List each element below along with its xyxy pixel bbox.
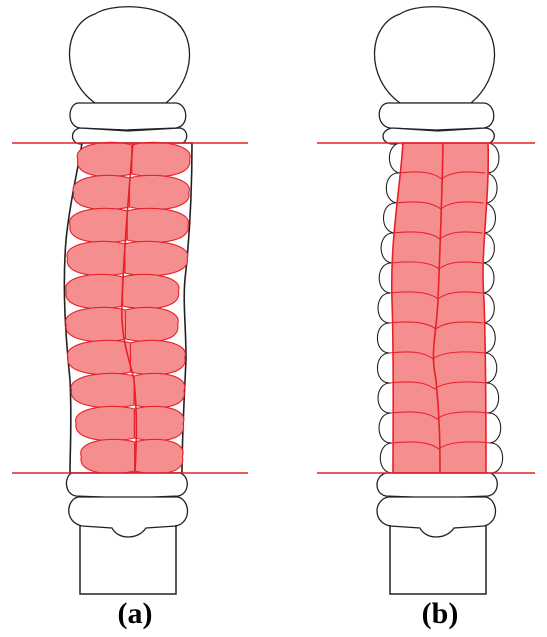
panel-a-lower-ring-1 (66, 473, 187, 498)
panel-b-left-bump (381, 233, 393, 263)
panel-a (64, 7, 192, 594)
panel-a-label: (a) (95, 597, 175, 631)
panel-b-left-bump (386, 173, 398, 203)
panel-a-left-segment (66, 307, 126, 341)
panel-b-label: (b) (400, 597, 480, 631)
panel-a-right-segment (134, 406, 183, 440)
panel-a-left-segment (66, 274, 123, 308)
panel-a-right-segment (134, 373, 185, 407)
panel-a-left-segment (71, 373, 134, 407)
panel-b-head (374, 7, 494, 103)
panel-b-left-bump (378, 293, 390, 323)
panel-b (374, 7, 502, 594)
panel-a-right-segment (131, 340, 186, 374)
panel-b-left-bump (380, 443, 392, 473)
panel-a-right-segment (130, 175, 190, 209)
panel-b-left-bump (383, 203, 395, 233)
panel-b-upper-ring-1 (379, 103, 494, 130)
panel-a-left-segment (73, 175, 129, 209)
panel-a-left-segment (81, 439, 135, 473)
panel-a-left-segment (67, 241, 125, 275)
panel-a-upper-ring-2 (73, 128, 187, 144)
panel-a-left-segment (76, 406, 135, 440)
panel-a-right-segment (127, 208, 188, 242)
panel-b-highlight-column (392, 143, 489, 473)
panel-b-left-bump (379, 263, 391, 293)
panel-b-left-bump (379, 413, 391, 443)
panel-b-right-bump (485, 353, 497, 383)
panel-b-lower-ring-2 (377, 497, 496, 537)
panel-a-right-segment (126, 307, 179, 341)
panel-a-head (69, 7, 189, 103)
panel-a-right-segment (123, 274, 179, 308)
panel-a-left-segment (70, 208, 128, 242)
panel-b-right-bump (487, 383, 499, 413)
panel-a-upper-ring-1 (70, 103, 186, 130)
panel-a-right-segment (135, 439, 183, 473)
panel-b-left-bump (377, 353, 389, 383)
panel-b-right-bump (491, 443, 503, 473)
panel-b-left-bump (378, 383, 390, 413)
panel-a-left-segment (77, 142, 132, 176)
panel-b-lower-ring-1 (377, 473, 497, 498)
panel-b-left-bump (377, 323, 389, 353)
panel-a-right-segment (132, 142, 190, 176)
panel-a-left-segment (68, 340, 131, 374)
panel-b-left-bump (389, 143, 401, 173)
panel-b-upper-ring-2 (383, 128, 494, 144)
panel-b-right-bump (489, 413, 501, 443)
panel-a-right-segment (125, 241, 188, 275)
panel-a-lower-ring-2 (69, 497, 188, 537)
